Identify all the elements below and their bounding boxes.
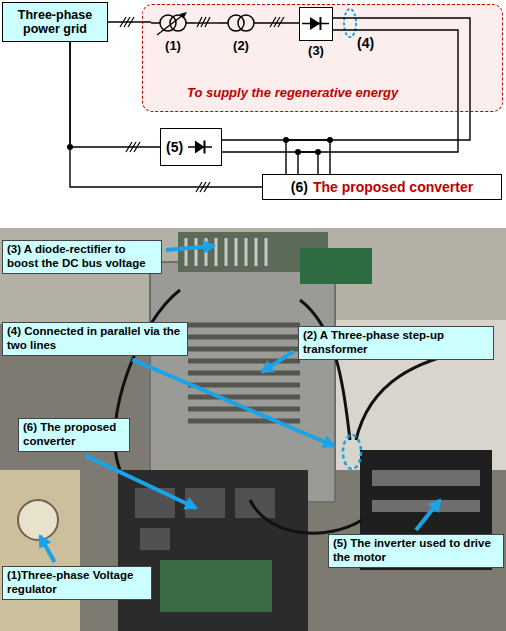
callout-box: (2) A Three-phase step-up transformer [298, 326, 494, 360]
dashed-region: To supply the regenerative energy(1)(2)(… [142, 4, 503, 112]
leader-arrow [416, 500, 440, 530]
diode-triangle [195, 141, 205, 154]
leader-arrow [132, 360, 334, 446]
variable-arrow [157, 14, 185, 36]
transformer-winding [238, 15, 254, 31]
parallel-mark [344, 9, 356, 37]
converter-modules [135, 488, 275, 550]
callout-text: (3) A diode-rectifier to boost the DC bu… [7, 243, 157, 271]
converter-board [160, 560, 272, 612]
wire-line [222, 152, 318, 174]
wire [70, 42, 262, 187]
parallel-mark-photo [343, 435, 361, 469]
rectifier-box: (3) [299, 7, 333, 41]
leader-arrow [85, 456, 196, 508]
callout-box: (1)Three-phase Voltage regulator [2, 566, 152, 600]
voltage-regulator [0, 470, 80, 631]
variable-arrowhead [180, 12, 187, 19]
callout-box: (5) The inverter used to drive the motor [328, 534, 504, 568]
region-fill [142, 4, 503, 112]
callout-text: (5) The inverter used to drive the motor [333, 537, 499, 565]
wire-line [263, 22, 299, 23]
leader-arrow [262, 351, 294, 372]
edge-group [70, 18, 470, 187]
callout-number: (4) [357, 35, 374, 51]
rectifier-symbol [186, 134, 214, 160]
region-fill-group [142, 4, 503, 112]
callout-number: (2) [209, 38, 273, 53]
leader-arrow [40, 536, 55, 562]
heatsink-fins [186, 238, 266, 266]
transformer-symbol [151, 9, 195, 37]
wire [222, 140, 330, 174]
wire-line [70, 42, 160, 147]
callout-number: (1) [141, 38, 205, 53]
control-board [300, 248, 372, 284]
leader-arrow [166, 246, 214, 250]
wire [108, 22, 151, 23]
inverter-terminals [372, 470, 480, 512]
transformer-symbol [219, 9, 263, 37]
wire-line [222, 140, 330, 174]
callout-text: (1)Three-phase Voltage regulator [7, 569, 147, 597]
source-box: Three-phase power grid [2, 2, 108, 42]
regulator-dial [18, 500, 58, 540]
transformer-winding [228, 15, 244, 31]
wire-line [195, 22, 219, 23]
callout-number: (5) [166, 139, 183, 155]
callout-box: (3) A diode-rectifier to boost the DC bu… [2, 240, 162, 274]
callout-text: (2) A Three-phase step-up transformer [303, 329, 489, 357]
wire-line [108, 21, 151, 22]
wire-line [70, 42, 262, 187]
transformer-leads [219, 22, 263, 24]
callout-text: (6) The proposed converter [23, 421, 125, 449]
photo-background [0, 228, 506, 631]
region-title: To supply the regenerative energy [187, 85, 398, 100]
callout-number: (3) [290, 43, 342, 58]
box-text: (6) [291, 179, 308, 195]
rectifier-symbol [300, 8, 331, 39]
diode-bar [204, 141, 206, 154]
box-text: The proposed converter [313, 179, 473, 195]
wire [70, 42, 160, 147]
wire [195, 23, 219, 24]
rectifier-box: (5) [160, 128, 222, 166]
three-phase-marks [120, 17, 284, 192]
transformer-housing [150, 262, 335, 502]
callout-box: (4) Connected in parallel via the two li… [2, 322, 188, 356]
diode-bar [319, 17, 321, 30]
leader-group [40, 246, 440, 562]
transformer-node: (2) [219, 9, 263, 55]
converter-box: (6) The proposed converter [262, 174, 502, 200]
callout-box: (6) The proposed converter [18, 418, 130, 452]
transformer-node: (1) [151, 9, 195, 55]
wire [263, 23, 299, 24]
diode-triangle [310, 17, 321, 30]
box-text: Three-phase power grid [3, 8, 107, 37]
callout-text: (4) Connected in parallel via the two li… [7, 325, 183, 353]
converter-chassis [118, 470, 308, 631]
